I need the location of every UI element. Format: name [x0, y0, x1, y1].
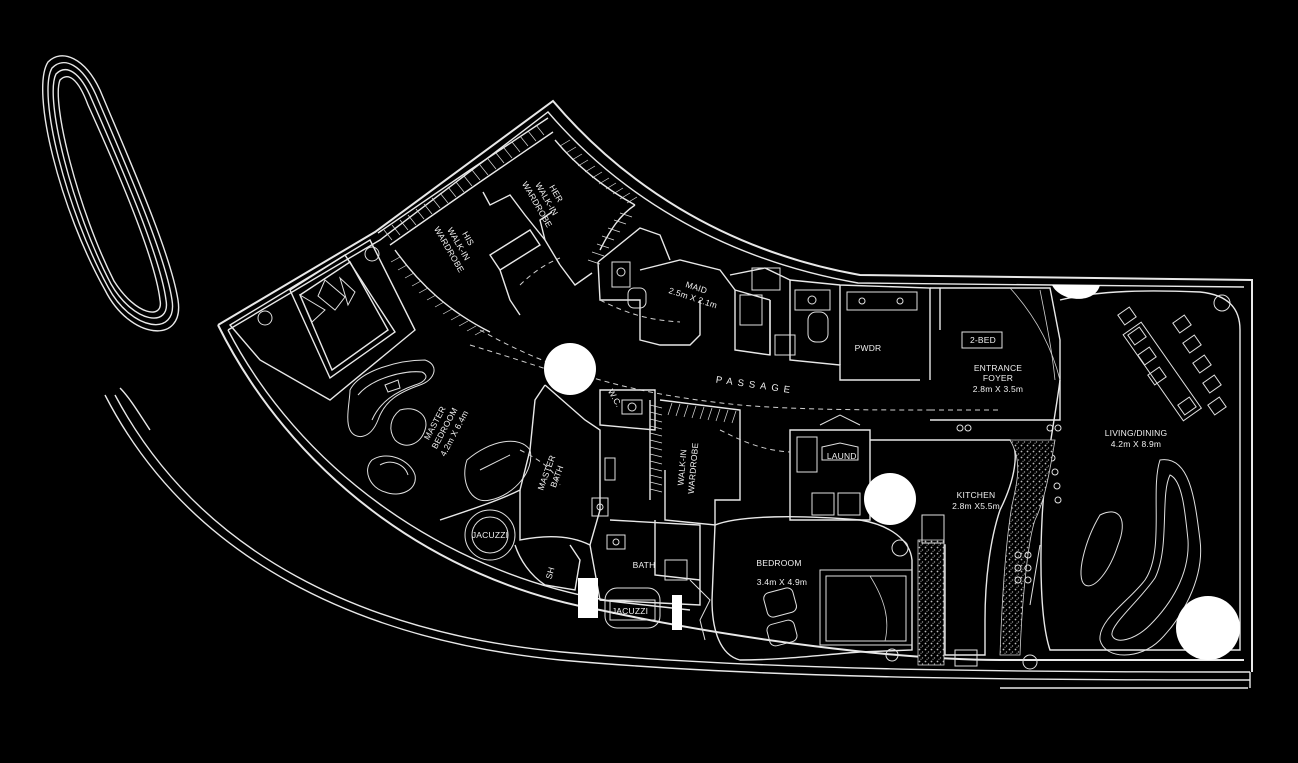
label-pwdr: PWDR — [855, 343, 882, 353]
label-sh: SH — [544, 566, 557, 580]
label-living-dining-1: LIVING/DINING — [1105, 428, 1168, 438]
label-foyer-3: 2.8m X 3.5m — [973, 384, 1023, 394]
label-foyer-1: ENTRANCE — [974, 363, 1022, 373]
pool-outline — [42, 55, 180, 332]
walls-bedroom — [689, 516, 913, 662]
walls-center-wardrobe — [649, 399, 791, 526]
label-2-bed: 2-BED — [970, 335, 996, 345]
label-bedroom-1: BEDROOM — [756, 558, 801, 568]
label-jacuzzi-master: JACUZZI — [472, 530, 508, 540]
walls-master-bedroom — [228, 239, 532, 502]
label-living-dining-2: 4.2m X 8.9m — [1111, 439, 1161, 449]
walls-master-bath — [439, 384, 691, 611]
passage-lines — [469, 329, 931, 411]
label-walk-in-wardrobe-2: WARDROBE — [686, 442, 700, 494]
walls-service-block — [597, 227, 931, 381]
label-kitchen-1: KITCHEN — [957, 490, 996, 500]
label-bath: BATH — [633, 560, 656, 570]
label-bedroom-2: 3.4m X 4.9m — [757, 577, 807, 587]
walls-laundry — [789, 414, 871, 521]
label-kitchen-2: 2.8m X5.5m — [952, 501, 1000, 511]
room-labels: HIS WALK-IN WARDROBE HER WALK-IN WARDROB… — [422, 180, 1168, 616]
walls-wc — [599, 389, 656, 431]
label-foyer-2: FOYER — [983, 373, 1013, 383]
marker-circles — [544, 285, 1240, 660]
building-envelope — [217, 99, 1253, 672]
walls-bath — [578, 519, 701, 630]
walls-kitchen — [870, 439, 1056, 667]
wardrobe-hatch — [377, 117, 638, 336]
label-jacuzzi-bath: JACUZZI — [612, 606, 648, 616]
walls-wardrobes — [482, 191, 593, 316]
label-walk-in-wardrobe-1: WALK-IN — [675, 449, 688, 486]
walls-foyer — [930, 287, 1062, 432]
label-laund: LAUND. — [827, 451, 859, 461]
label-passage: PASSAGE — [715, 375, 795, 397]
terrace-edge — [104, 387, 1251, 689]
